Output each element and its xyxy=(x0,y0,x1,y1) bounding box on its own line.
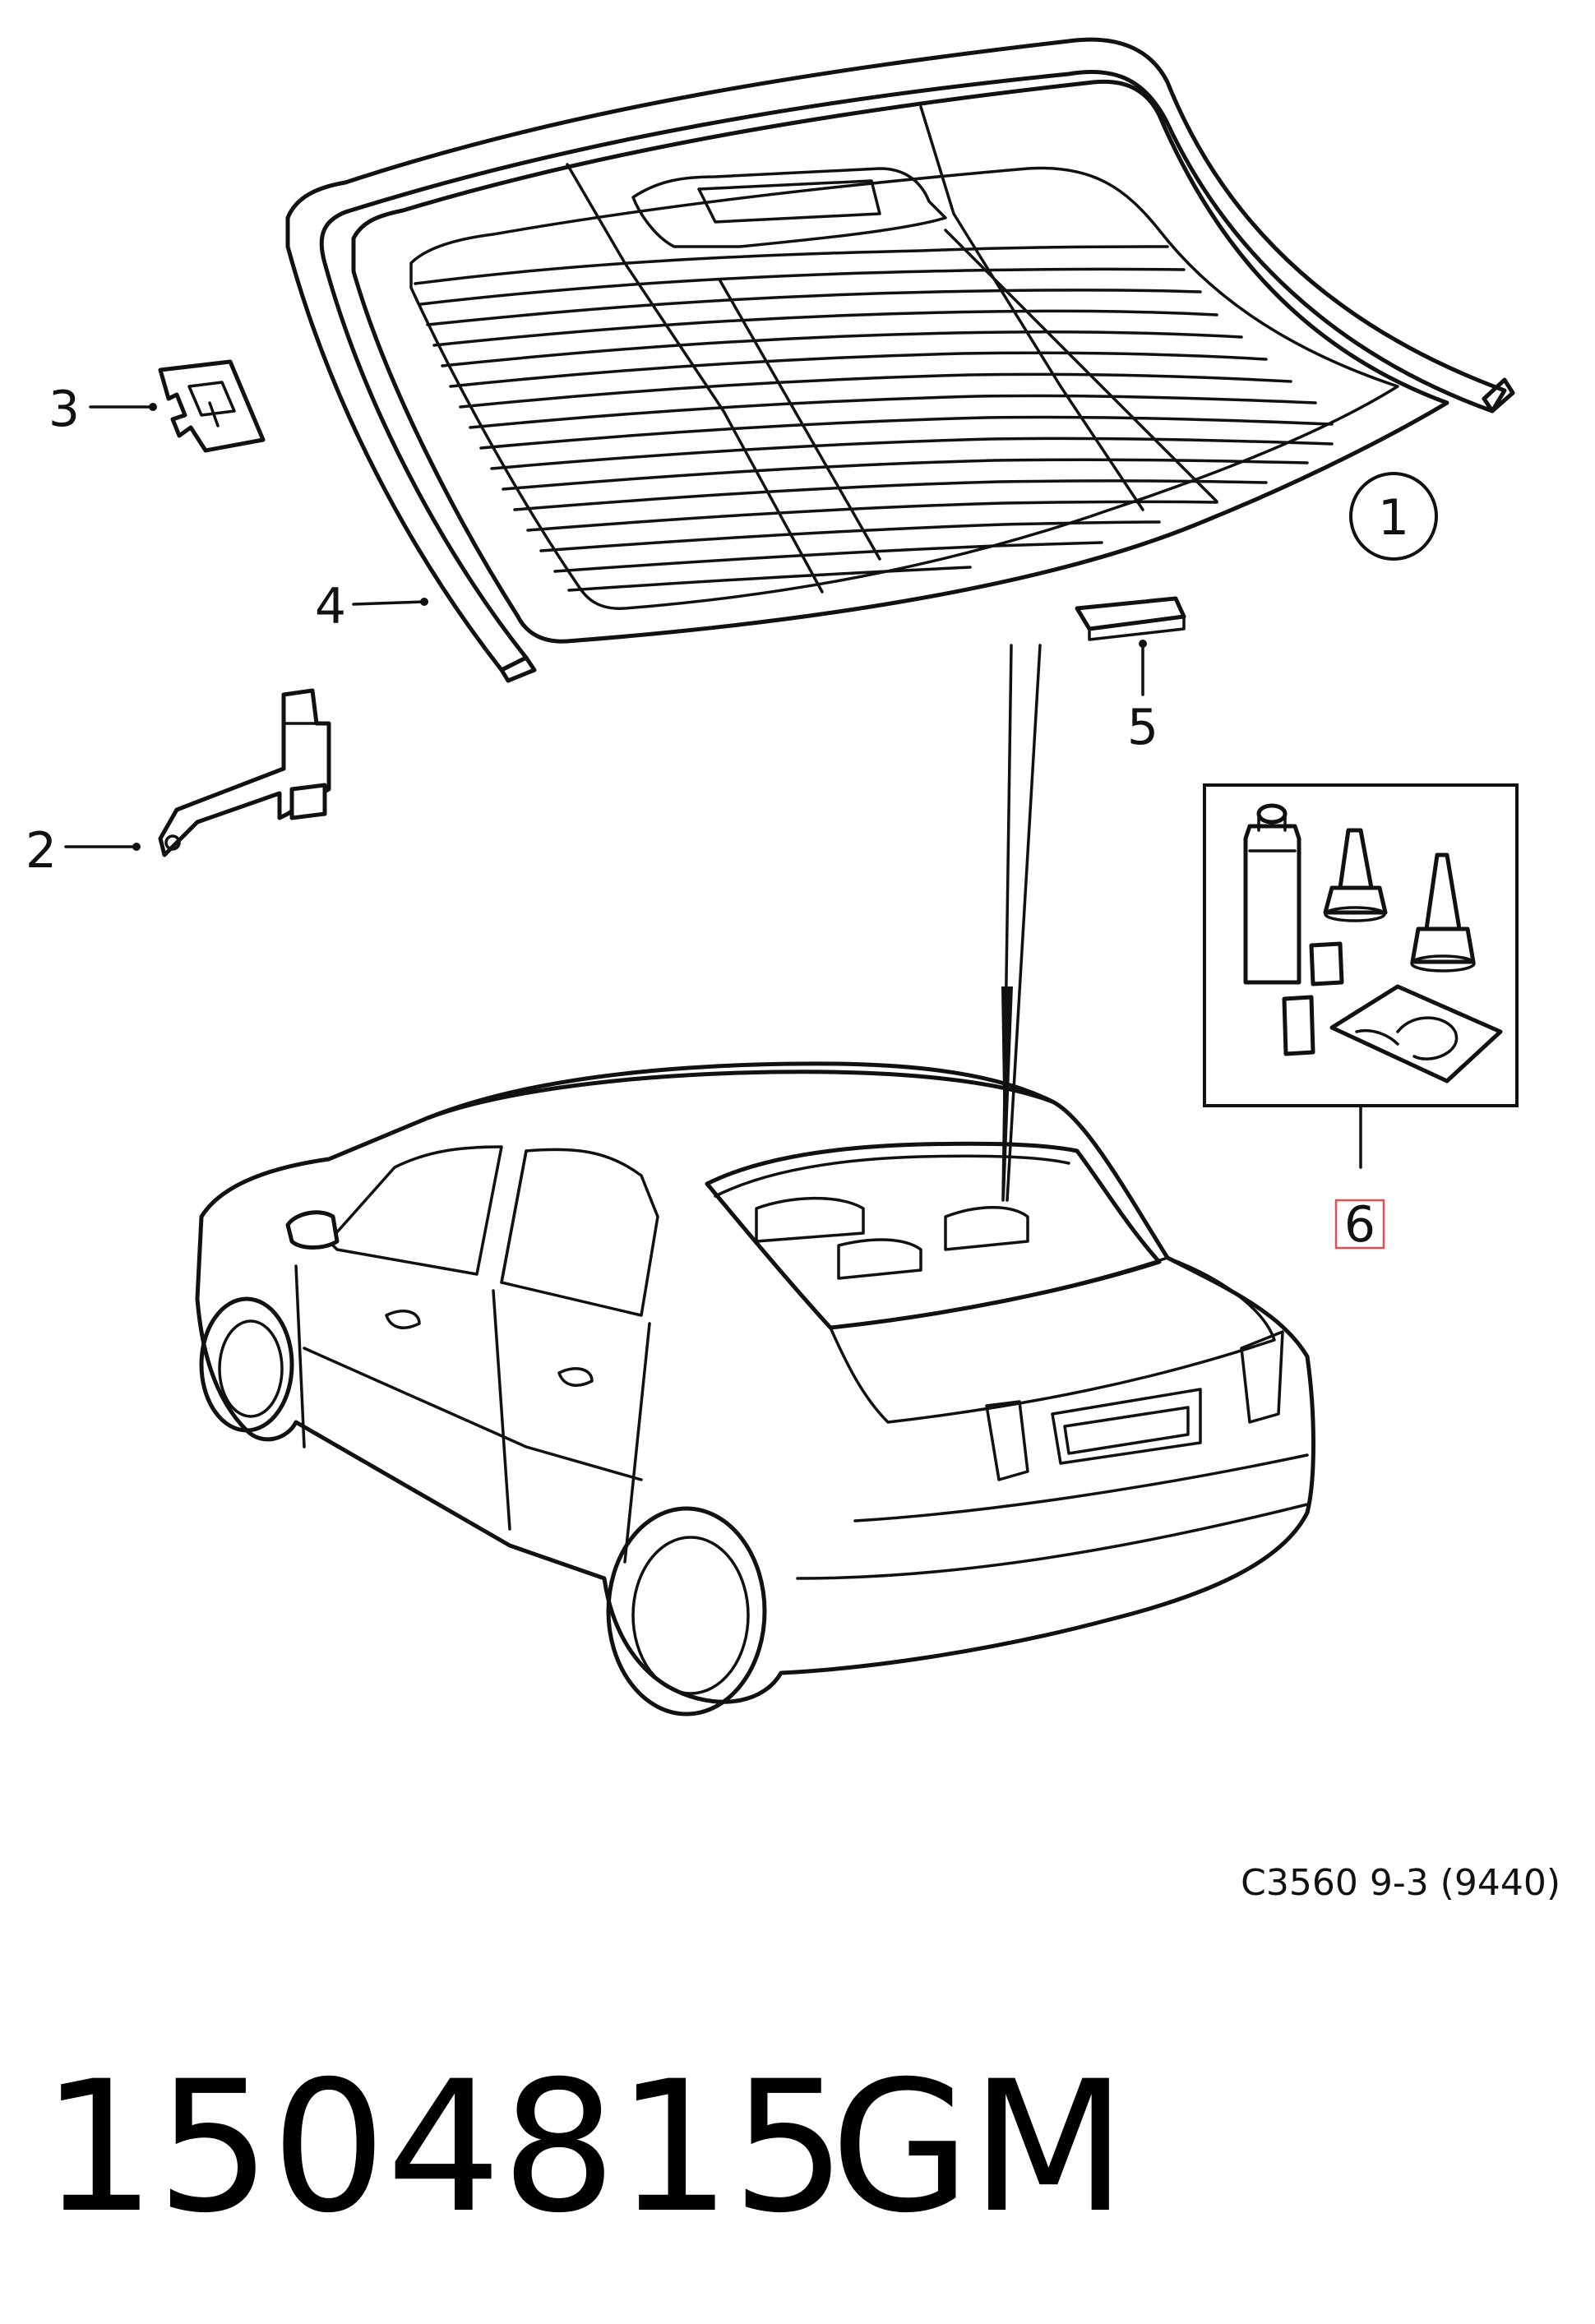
callout-label-1: 1 xyxy=(1378,489,1409,547)
clip-part xyxy=(158,359,266,453)
car-illustration xyxy=(195,1061,1315,1716)
callout-3: 3 xyxy=(49,381,157,438)
diagram-reference: C3560 9-3 (9440) xyxy=(1241,1862,1560,1904)
part-number-footer: 1504815 GM xyxy=(41,2042,1126,2252)
callout-5: 5 xyxy=(1127,640,1158,756)
callout-6: 6 xyxy=(1334,1104,1385,1254)
callout-label-2: 2 xyxy=(25,822,57,880)
callout-4: 4 xyxy=(315,578,428,635)
callout-1: 1 xyxy=(1349,472,1438,561)
callout-2: 2 xyxy=(25,822,141,880)
brand-name: GM xyxy=(830,2042,1126,2252)
rear-window-glass xyxy=(285,37,1515,683)
callout-label-4: 4 xyxy=(315,578,346,635)
callout-6-highlight xyxy=(1334,1199,1385,1250)
callout-label-3: 3 xyxy=(49,381,80,438)
defroster-grid xyxy=(414,105,1334,594)
callout-label-6: 6 xyxy=(1344,1196,1375,1254)
adhesive-kit xyxy=(1203,783,1519,1107)
pad-part xyxy=(1075,596,1186,641)
callout-label-5: 5 xyxy=(1127,699,1158,756)
assembly-leader xyxy=(1001,644,1042,1202)
bracket-part xyxy=(158,688,331,857)
part-number: 1504815 xyxy=(41,2042,847,2252)
